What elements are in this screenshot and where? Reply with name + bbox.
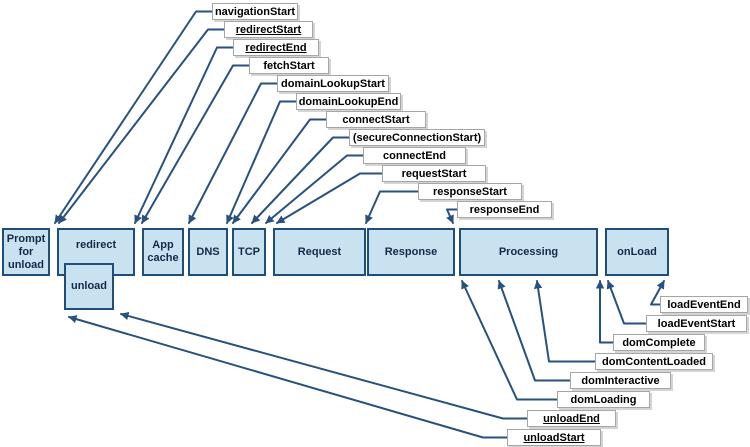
- connector-responseStart: [365, 190, 419, 224]
- event-label-connectStart: connectStart: [326, 111, 426, 128]
- connector-connectEnd: [265, 154, 364, 224]
- phase-box-prompt-for-unload: Prompt for unload: [2, 228, 50, 276]
- connector-domInteractive: [497, 280, 571, 382]
- phase-box-app-cache: App cache: [142, 228, 184, 276]
- event-label-domainLookupEnd: domainLookupEnd: [296, 93, 401, 110]
- phase-box-onload: onLoad: [605, 228, 669, 276]
- event-label-domLoading: domLoading: [557, 391, 650, 408]
- phase-box-response: Response: [367, 228, 455, 276]
- event-label-secureConnectionStart: (secureConnectionStart): [349, 129, 485, 146]
- connector-connectStart: [232, 118, 327, 224]
- event-label-loadEventStart: loadEventStart: [646, 315, 747, 332]
- event-label-domainLookupStart: domainLookupStart: [277, 75, 389, 92]
- phase-box-processing: Processing: [459, 228, 598, 276]
- connector-secureConnectionStart: [251, 136, 350, 224]
- event-label-connectEnd: connectEnd: [363, 147, 466, 164]
- connector-loadEventStart: [606, 280, 647, 325]
- connector-requestStart: [276, 172, 383, 224]
- event-label-loadEventEnd: loadEventEnd: [660, 296, 748, 313]
- event-label-requestStart: requestStart: [382, 165, 486, 182]
- phase-box-unload: unload: [64, 263, 114, 310]
- connector-responseEnd: [446, 208, 458, 224]
- connector-unloadEnd: [120, 311, 528, 420]
- connector-domContentLoaded: [533, 280, 596, 363]
- event-label-responseStart: responseStart: [418, 183, 522, 200]
- event-label-navigationStart: navigationStart: [212, 3, 298, 20]
- connector-navigationStart: [54, 10, 213, 224]
- connector-domainLookupEnd: [226, 100, 297, 224]
- event-label-redirectEnd[interactable]: redirectEnd: [233, 39, 319, 56]
- connector-redirectStart: [58, 28, 225, 224]
- event-label-domContentLoaded: domContentLoaded: [595, 353, 713, 370]
- connector-unloadStart: [68, 315, 508, 439]
- event-label-responseEnd: responseEnd: [457, 201, 552, 218]
- connector-redirectEnd: [134, 46, 234, 224]
- event-label-domComplete: domComplete: [613, 334, 705, 351]
- event-label-unloadEnd[interactable]: unloadEnd: [527, 410, 616, 427]
- connector-loadEventEnd: [650, 280, 665, 306]
- connector-domComplete: [595, 280, 614, 344]
- connector-domLoading: [461, 280, 558, 401]
- event-label-redirectStart[interactable]: redirectStart: [224, 21, 313, 38]
- phase-box-tcp: TCP: [232, 228, 266, 276]
- event-label-unloadStart[interactable]: unloadStart: [507, 429, 601, 446]
- event-label-domInteractive: domInteractive: [570, 372, 671, 389]
- phase-box-dns: DNS: [188, 228, 228, 276]
- connector-domainLookupStart: [188, 82, 278, 224]
- phase-box-request: Request: [273, 228, 366, 276]
- event-label-fetchStart: fetchStart: [249, 57, 329, 74]
- connector-fetchStart: [141, 64, 250, 224]
